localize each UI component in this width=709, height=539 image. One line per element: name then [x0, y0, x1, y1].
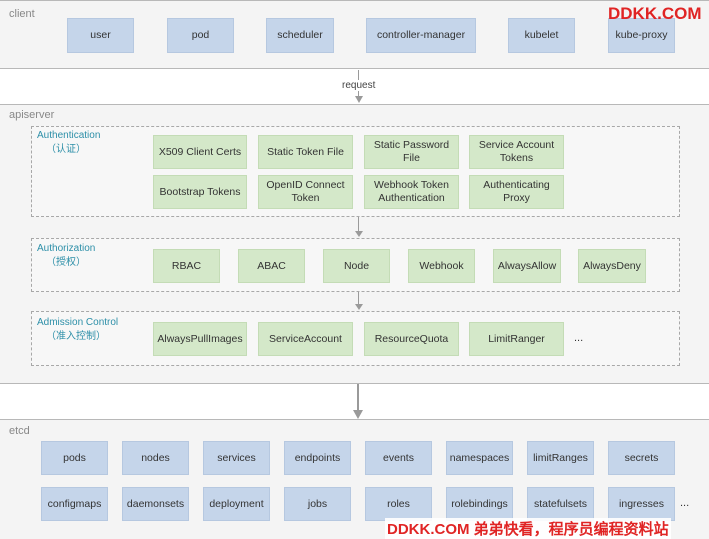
request-arrow-head: [355, 96, 363, 103]
admission-more: ...: [574, 332, 584, 344]
client-pod: pod: [167, 18, 234, 53]
authz-webhook: Webhook: [408, 249, 475, 283]
watermark-top: DDKK.COM: [608, 4, 702, 23]
admission-always-pull-images: AlwaysPullImages: [153, 322, 247, 356]
etcd-endpoints: endpoints: [284, 441, 351, 475]
authentication-group: [31, 126, 680, 217]
authentication-title: Authentication: [37, 130, 101, 141]
etcd-jobs: jobs: [284, 487, 351, 521]
authn-service-account-tokens: Service Account Tokens: [469, 135, 564, 169]
etcd-arrow-line: [357, 384, 359, 411]
authentication-subtitle: （认证）: [46, 144, 86, 155]
authorization-title: Authorization: [37, 243, 96, 254]
client-scheduler: scheduler: [266, 18, 334, 53]
client-kube-proxy: kube-proxy: [608, 18, 675, 53]
etcd-statefulsets: statefulsets: [527, 487, 594, 521]
client-controller-manager: controller-manager: [366, 18, 476, 53]
authn-static-password-file: Static Password File: [364, 135, 459, 169]
admission-title: Admission Control: [37, 317, 119, 328]
etcd-events: events: [365, 441, 432, 475]
etcd-secrets: secrets: [608, 441, 675, 475]
authorization-subtitle: （授权）: [46, 257, 86, 268]
request-label: request: [341, 80, 377, 91]
authn-openid-connect-token: OpenID Connect Token: [258, 175, 353, 209]
apiserver-label: apiserver: [9, 109, 55, 121]
etcd-more: ...: [680, 497, 690, 509]
authz-admission-arrow-head: [355, 304, 363, 310]
etcd-services: services: [203, 441, 270, 475]
admission-resource-quota: ResourceQuota: [364, 322, 459, 356]
etcd-ingresses: ingresses: [608, 487, 675, 521]
admission-group: [31, 311, 680, 366]
authn-x509-client-certs: X509 Client Certs: [153, 135, 247, 169]
etcd-label: etcd: [9, 425, 30, 437]
authz-rbac: RBAC: [153, 249, 220, 283]
authn-authenticating-proxy: Authenticating Proxy: [469, 175, 564, 209]
authn-authz-arrow-line: [358, 217, 359, 231]
etcd-limit-ranges: limitRanges: [527, 441, 594, 475]
watermark-bottom: DDKK.COM 弟弟快看，程序员编程资料站: [385, 518, 671, 539]
etcd-nodes: nodes: [122, 441, 189, 475]
admission-limit-ranger: LimitRanger: [469, 322, 564, 356]
authn-static-token-file: Static Token File: [258, 135, 353, 169]
authz-always-deny: AlwaysDeny: [578, 249, 646, 283]
etcd-configmaps: configmaps: [41, 487, 108, 521]
etcd-roles: roles: [365, 487, 432, 521]
etcd-deployment: deployment: [203, 487, 270, 521]
authn-authz-arrow-head: [355, 231, 363, 237]
authz-admission-arrow-line: [358, 292, 359, 304]
etcd-daemonsets: daemonsets: [122, 487, 189, 521]
client-kubelet: kubelet: [508, 18, 575, 53]
etcd-arrow-head: [353, 410, 363, 419]
authz-always-allow: AlwaysAllow: [493, 249, 561, 283]
etcd-namespaces: namespaces: [446, 441, 513, 475]
authn-webhook-token-authentication: Webhook Token Authentication: [364, 175, 459, 209]
etcd-rolebindings: rolebindings: [446, 487, 513, 521]
authz-abac: ABAC: [238, 249, 305, 283]
admission-subtitle: （准入控制）: [46, 331, 106, 342]
client-label: client: [9, 8, 35, 20]
authn-bootstrap-tokens: Bootstrap Tokens: [153, 175, 247, 209]
authz-node: Node: [323, 249, 390, 283]
client-user: user: [67, 18, 134, 53]
etcd-pods: pods: [41, 441, 108, 475]
admission-service-account: ServiceAccount: [258, 322, 353, 356]
